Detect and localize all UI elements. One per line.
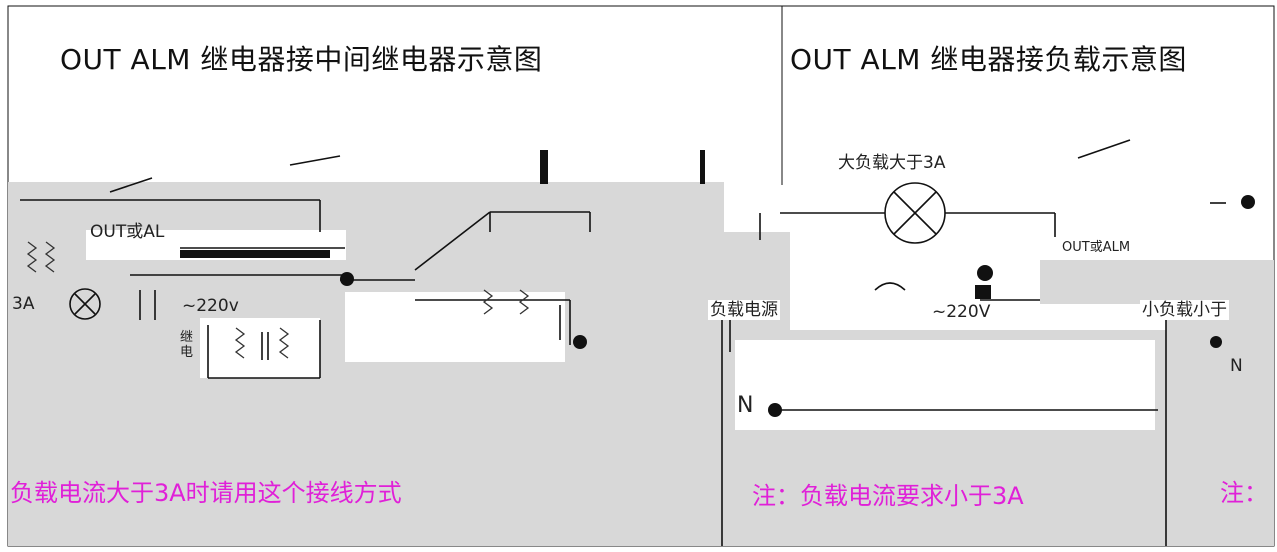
out-alm-label-right: OUT或ALM <box>1060 238 1133 258</box>
terminal-dots <box>340 195 1255 417</box>
current-label-left: 3A <box>12 294 35 314</box>
voltage-label-right: ~220V <box>930 302 993 322</box>
left-panel-title: OUT ALM 继电器接中间继电器示意图 <box>60 43 543 76</box>
left-panel-note: 负载电流大于3A时请用这个接线方式 <box>10 479 402 507</box>
load-heading-label: 大负载大于3A <box>836 153 948 173</box>
neutral-label: N <box>737 393 754 418</box>
neutral-label-edge: N <box>1230 356 1243 376</box>
voltage-label-left: ~220v <box>182 296 239 316</box>
right-panel-title: OUT ALM 继电器接负载示意图 <box>790 43 1187 76</box>
edge-note: 注： <box>1220 479 1268 507</box>
small-load-label: 小负载小于 <box>1140 300 1229 320</box>
load-source-label: 负载电源 <box>708 300 780 320</box>
heavy-bars <box>180 150 705 258</box>
out-alm-label-left: OUT或AL <box>90 222 165 242</box>
right-panel-note: 注：负载电流要求小于3A <box>752 482 1024 510</box>
switch-arc <box>874 282 906 291</box>
relay-label-left: 继电 <box>180 330 194 360</box>
coil-symbols <box>26 241 530 359</box>
lamp-symbols <box>69 182 946 320</box>
right-wiring <box>721 139 1226 546</box>
left-wiring <box>20 155 591 379</box>
